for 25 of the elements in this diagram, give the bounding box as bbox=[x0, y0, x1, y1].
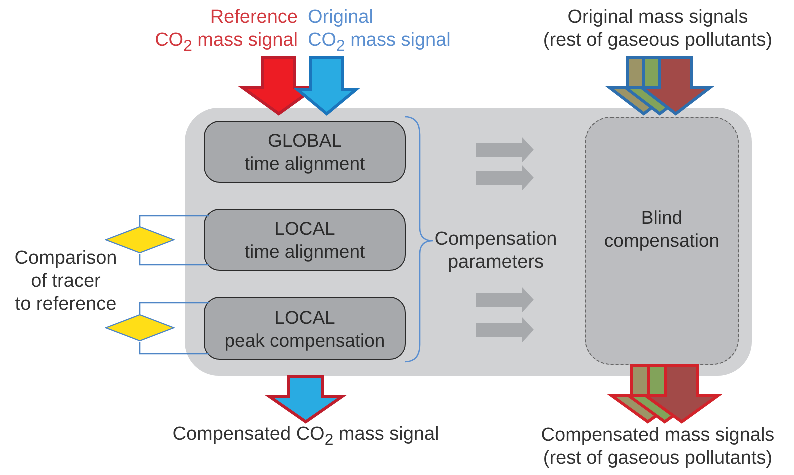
process-box bbox=[585, 117, 739, 365]
panel-background bbox=[185, 108, 752, 376]
block-arrow bbox=[265, 376, 347, 424]
parameter-label: Compensation parameters bbox=[432, 228, 560, 276]
connector-line bbox=[139, 302, 209, 314]
signal-label: Original mass signals (rest of gaseous pollutants) bbox=[522, 6, 794, 56]
process-box bbox=[204, 121, 406, 183]
connector-line bbox=[139, 342, 209, 355]
block-arrow bbox=[294, 56, 360, 116]
signal-label: Reference CO$_{2}$ mass signal bbox=[150, 6, 298, 56]
process-box bbox=[204, 297, 406, 360]
box-label: LOCAL peak compensation bbox=[224, 306, 386, 352]
decision-diamond bbox=[105, 314, 175, 342]
connector-line bbox=[139, 254, 209, 266]
note-label: Comparison of tracer to reference bbox=[0, 247, 132, 319]
box-label: Blind compensation bbox=[604, 206, 720, 252]
signal-label: Compensated CO$_{2}$ mass signal bbox=[146, 423, 466, 448]
process-box bbox=[204, 209, 406, 271]
box-label: LOCAL time alignment bbox=[244, 217, 366, 263]
signal-label: Original CO$_{2}$ mass signal bbox=[308, 6, 473, 56]
box-label: GLOBAL time alignment bbox=[244, 129, 366, 175]
connector-line bbox=[139, 215, 209, 226]
block-arrow bbox=[607, 364, 723, 424]
block-arrow bbox=[606, 56, 714, 116]
signal-label: Compensated mass signals (rest of gaseous pollutants) bbox=[522, 424, 794, 472]
